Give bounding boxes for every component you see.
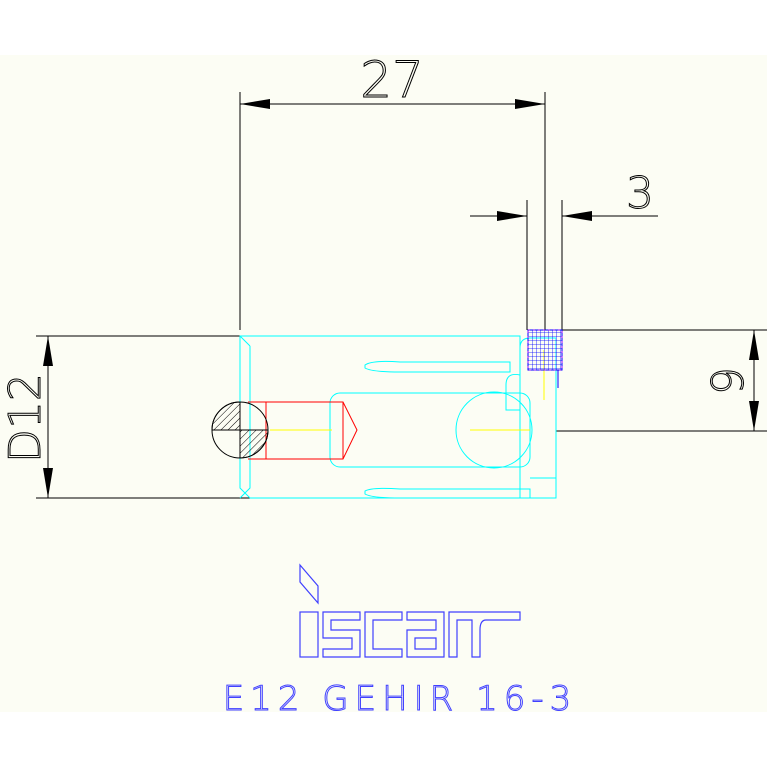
clamp-slot-bottom: [364, 487, 531, 499]
dimension-height: 9: [556, 329, 767, 432]
dimension-diameter: D12: [0, 335, 250, 499]
dimension-length-label: 27: [360, 51, 424, 109]
iscar-logo: [299, 563, 521, 658]
shank-outline: [239, 335, 557, 499]
arrowhead-right: [562, 211, 592, 221]
shank-inner-outline: [239, 335, 251, 499]
dimension-diameter-label: D12: [0, 373, 51, 463]
logo-r: [448, 611, 521, 658]
dimension-length: 27: [239, 51, 546, 330]
logo-i-stem: [299, 611, 319, 658]
logo-c: [364, 611, 403, 658]
clamp-screw-outline: [455, 391, 533, 469]
arrowhead-up: [43, 336, 53, 366]
dimension-width: 3: [470, 168, 658, 330]
product-designation: E12 GEHIR 16-3: [223, 679, 578, 719]
arrowhead-down: [43, 468, 53, 498]
arrowhead-left: [240, 99, 270, 109]
logo-s: [322, 611, 361, 658]
sheet-background: [0, 55, 767, 712]
arrowhead-up: [749, 330, 759, 360]
arrowhead-left: [497, 211, 527, 221]
dimension-width-label: 3: [626, 168, 654, 219]
pocket-step: [505, 374, 556, 479]
logo-a: [406, 611, 445, 658]
logo-i-dot: [299, 563, 319, 605]
clamp-slot-top: [364, 360, 511, 373]
arrowhead-right: [515, 99, 545, 109]
cutting-insert: [527, 329, 563, 388]
section-view: [211, 401, 269, 459]
dimension-height-label: 9: [703, 367, 754, 395]
arrowhead-down: [749, 401, 759, 431]
